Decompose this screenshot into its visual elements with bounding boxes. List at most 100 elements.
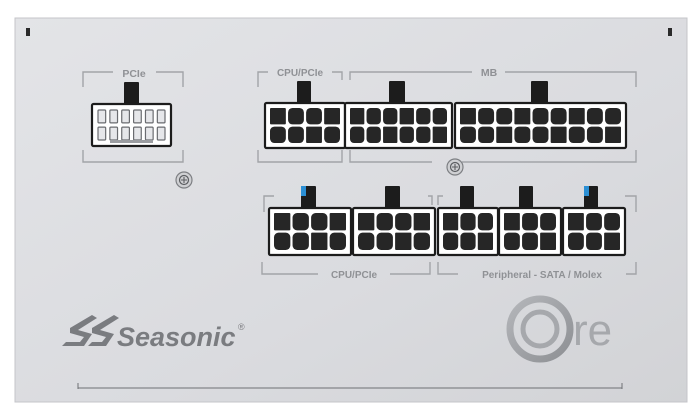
pin [586, 126, 603, 143]
pin [443, 213, 459, 231]
pin [460, 213, 476, 231]
blue-marker [584, 186, 589, 196]
corner-mark-top-left [26, 28, 30, 36]
pin [324, 108, 340, 125]
pin [144, 126, 154, 141]
pin [109, 126, 119, 141]
pin [478, 126, 495, 143]
pin [550, 108, 567, 125]
pin [605, 126, 621, 143]
pin [311, 232, 328, 250]
pin [311, 213, 328, 231]
pin [399, 108, 414, 125]
pin [156, 109, 166, 124]
pin [366, 108, 381, 125]
latch-tab [531, 81, 548, 105]
pin [306, 108, 322, 125]
pin [460, 126, 476, 143]
pin [399, 126, 414, 143]
latch-tab [389, 81, 405, 105]
connector-cpu-pcie-bottom-2 [351, 186, 437, 257]
connector-peripheral-2 [497, 186, 563, 257]
pin [586, 213, 602, 231]
pin [504, 232, 520, 250]
connector-pcie-8pin [90, 82, 173, 148]
seasonic-ss-mark [62, 315, 119, 346]
pin [604, 232, 620, 250]
pin [568, 108, 585, 125]
pin [586, 108, 603, 125]
pin [306, 126, 322, 143]
keying-bar [110, 140, 153, 143]
seasonic-logo: Seasonic ® [62, 315, 245, 352]
core-ring-outer [506, 295, 574, 363]
pin [432, 108, 447, 125]
bracket-lines [82, 71, 637, 275]
pin [97, 126, 107, 141]
pin [540, 213, 556, 231]
registered-mark: ® [238, 322, 245, 332]
pin [477, 232, 493, 250]
pin [383, 126, 398, 143]
pin [413, 232, 430, 250]
pin [133, 126, 142, 141]
connector-cpu-pcie-bottom-1 [267, 186, 353, 257]
pin [540, 232, 556, 250]
pin [460, 232, 476, 250]
label-peripheral: Peripheral - SATA / Molex [482, 270, 602, 281]
pin [550, 126, 567, 143]
pin [292, 213, 309, 231]
pin [568, 126, 585, 143]
pin [496, 126, 513, 143]
pin [121, 109, 130, 124]
connector-peripheral-1 [436, 186, 500, 257]
pin [478, 108, 495, 125]
blue-marker [301, 186, 306, 196]
pin [144, 109, 154, 124]
pin [395, 232, 412, 250]
pin [358, 213, 375, 231]
label-pcie: PCIe [122, 68, 146, 80]
core-logo: re [506, 295, 612, 363]
latch-tab [124, 82, 139, 106]
connector-peripheral-3 [561, 186, 627, 257]
pin [568, 213, 584, 231]
latch-tab [519, 186, 533, 210]
pin [604, 213, 620, 231]
pin [366, 126, 381, 143]
pin [324, 126, 340, 143]
pin [522, 213, 538, 231]
pin [156, 126, 166, 141]
core-ring-inner [520, 309, 560, 349]
connector-mb-18pin [453, 81, 628, 150]
pin [416, 108, 431, 125]
pin [270, 126, 286, 143]
label-cpu-pcie-top: CPU/PCIe [277, 68, 324, 79]
pin [274, 213, 291, 231]
pin [329, 232, 346, 250]
pin [288, 108, 304, 125]
pin [568, 232, 584, 250]
pin [358, 232, 375, 250]
screw-left [175, 171, 193, 189]
pin [460, 108, 476, 125]
pin [274, 232, 291, 250]
pin [109, 109, 119, 124]
pin [270, 108, 286, 125]
label-mb: MB [481, 67, 498, 79]
pin [376, 232, 393, 250]
pin [514, 126, 531, 143]
pin [514, 108, 531, 125]
core-wordmark: re [573, 306, 612, 355]
pin [477, 213, 493, 231]
connector-mb-10pin [343, 81, 454, 150]
pin [350, 108, 365, 125]
corner-mark-top-right [668, 28, 672, 36]
pin [413, 213, 430, 231]
pin [432, 126, 447, 143]
pin [586, 232, 602, 250]
connector-cpu-pcie-top [263, 81, 347, 150]
pin [522, 232, 538, 250]
pin [504, 213, 520, 231]
